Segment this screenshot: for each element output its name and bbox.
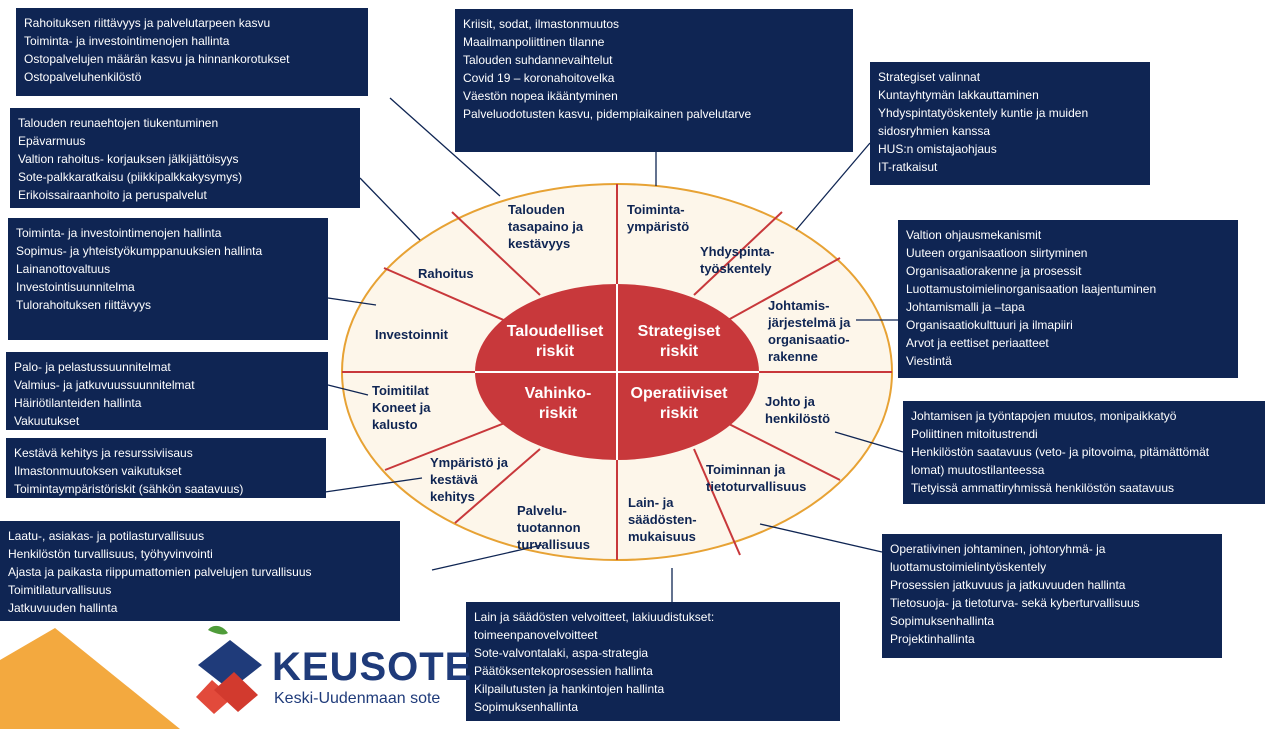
box-line: Sote-palkkaratkaisu (piikkipalkkakysymys… <box>18 170 243 184</box>
box-line: Sopimuksenhallinta <box>474 700 579 714</box>
logo-name: KEUSOTE <box>272 645 473 689</box>
segment-yhdyspinta: Yhdyspinta- työskentely <box>700 244 775 276</box>
box-line: Sote-valvontalaki, aspa-strategia <box>474 646 649 660</box>
box-line: Prosessien jatkuvuus ja jatkuvuuden hall… <box>890 578 1126 592</box>
box-investointi: Toiminta- ja investointimenojen hallinta… <box>8 218 328 340</box>
box-line: IT-ratkaisut <box>878 160 938 174</box>
box-line: Covid 19 – koronahoitovelka <box>463 71 615 85</box>
box-line: Rahoituksen riittävyys ja palvelutarpeen… <box>24 16 271 30</box>
box-line: Johtamisen ja työntapojen muutos, monipa… <box>911 409 1177 423</box>
logo-tagline: Keski-Uudenmaan sote <box>274 690 441 707</box>
box-line: Viestintä <box>906 354 952 368</box>
connector-lines <box>324 97 904 602</box>
box-line: Jatkuvuuden hallinta <box>8 601 118 615</box>
box-line: Väestön nopea ikääntyminen <box>463 89 618 103</box>
box-line: Palo- ja pelastussuunnitelmat <box>14 360 171 374</box>
box-line: Johtamismalli ja –tapa <box>906 300 1025 314</box>
core-strategiset: Strategiset riskit <box>637 323 721 360</box>
core-taloudelliset: Taloudelliset riskit <box>506 323 604 360</box>
box-line: Valtion ohjausmekanismit <box>906 228 1042 242</box>
box-valtion: Valtion ohjausmekanismit Uuteen organisa… <box>898 220 1238 378</box>
box-line: Ilmastonmuutoksen vaikutukset <box>14 464 182 478</box>
box-line: Vakuutukset <box>14 414 80 428</box>
box-line: Valtion rahoitus- korjauksen jälkijättöi… <box>18 152 239 166</box>
box-line: Henkilöstön turvallisuus, työhyvinvointi <box>8 547 213 561</box>
segment-toimitilat: Toimitilat Koneet ja kalusto <box>372 383 431 432</box>
box-line: Laatu-, asiakas- ja potilasturvallisuus <box>8 529 205 543</box>
box-laatu: Laatu-, asiakas- ja potilasturvallisuus … <box>0 521 400 621</box>
box-line: Yhdyspintatyöskentely kuntie ja muiden s… <box>878 106 1089 138</box>
box-line: Kestävä kehitys ja resurssiviisaus <box>14 446 193 460</box>
box-line: Kilpailutusten ja hankintojen hallinta <box>474 682 665 696</box>
box-line: Kriisit, sodat, ilmastonmuutos <box>463 17 620 31</box>
box-line: Valmius- ja jatkuvuussuunnitelmat <box>14 378 195 392</box>
box-line: Uuteen organisaatioon siirtyminen <box>906 246 1088 260</box>
box-line: Tietyissä ammattiryhmissä henkilöstön sa… <box>911 481 1174 495</box>
box-line: Arvot ja eettiset periaatteet <box>906 336 1049 350</box>
box-line: Maailmanpoliittinen tilanne <box>463 35 605 49</box>
box-line: Kuntayhtymän lakkauttaminen <box>878 88 1039 102</box>
segment-palvelu: Palvelu- tuotannon turvallisuus <box>517 503 590 552</box>
box-palo: Palo- ja pelastussuunnitelmat Valmius- j… <box>6 352 328 430</box>
box-line: Epävarmuus <box>18 134 86 148</box>
segment-dividers <box>342 184 892 560</box>
logo-orange-shape <box>0 628 180 729</box>
box-line: Ajasta ja paikasta riippumattomien palve… <box>8 565 312 579</box>
segment-lain: Lain- ja säädösten- mukaisuus <box>628 495 697 544</box>
box-line: Tulorahoituksen riittävyys <box>16 298 151 312</box>
box-line: Toimintaympäristöriskit (sähkön saatavuu… <box>14 482 244 496</box>
core-operatiiviset: Operatiiviset riskit <box>630 385 728 422</box>
box-line: Toiminta- ja investointimenojen hallinta <box>24 34 230 48</box>
box-operatiivinen: Operatiivinen johtaminen, johtoryhmä- ja… <box>882 534 1222 658</box>
box-kestava: Kestävä kehitys ja resurssiviisaus Ilmas… <box>6 438 326 498</box>
segment-ymparisto: Ympäristö ja kestävä kehitys <box>430 455 509 504</box>
keusote-logo-mark <box>196 625 262 714</box>
segment-toimintaymparisto: Toiminta- ympäristö <box>627 202 690 234</box>
box-line: Sopimus- ja yhteistyökumppanuuksien hall… <box>16 244 263 258</box>
box-line: Projektinhallinta <box>890 632 975 646</box>
box-talouden-reunaehtojen: Talouden reunaehtojen tiukentuminen Epäv… <box>10 108 360 208</box>
core-vahinko: Vahinko- riskit <box>524 385 592 422</box>
box-line: Toiminta- ja investointimenojen hallinta <box>16 226 222 240</box>
box-line: Palveluodotusten kasvu, pidempiaikainen … <box>463 107 752 121</box>
box-line: Talouden reunaehtojen tiukentuminen <box>18 116 219 130</box>
box-line: Poliittinen mitoitustrendi <box>911 427 1038 441</box>
box-line: Organisaatiokulttuuri ja ilmapiiri <box>906 318 1073 332</box>
box-line: Luottamustoimielinorganisaation laajentu… <box>906 282 1157 296</box>
box-line: Investointisuunnitelma <box>16 280 135 294</box>
segment-toiminnan: Toiminnan ja tietoturvallisuus <box>706 462 807 494</box>
box-line: Lain ja säädösten velvoitteet, lakiuudis… <box>474 610 715 642</box>
box-strategiset-valinnat: Strategiset valinnat Kuntayhtymän lakkau… <box>870 62 1150 185</box>
box-lain-ja: Lain ja säädösten velvoitteet, lakiuudis… <box>466 602 840 721</box>
box-line: Talouden suhdannevaihtelut <box>463 53 613 67</box>
box-line: Henkilöstön saatavuus (veto- ja pitovoim… <box>911 445 1210 477</box>
segment-johto: Johto ja henkilöstö <box>765 394 831 426</box>
box-line: Tietosuoja- ja tietoturva- sekä kybertur… <box>890 596 1140 610</box>
segment-johtamis: Johtamis- järjestelmä ja organisaatio- r… <box>768 298 851 364</box>
box-rahoituksen: Rahoituksen riittävyys ja palvelutarpeen… <box>16 8 368 96</box>
segment-talous: Talouden tasapaino ja kestävyys <box>508 202 584 251</box>
box-line: Päätöksentekoprosessien hallinta <box>474 664 653 678</box>
box-line: Ostopalveluhenkilöstö <box>24 70 142 84</box>
box-line: Lainanottovaltuus <box>16 262 111 276</box>
box-line: Toimitilaturvallisuus <box>8 583 112 597</box>
segment-rahoitus: Rahoitus <box>418 266 474 281</box>
segment-investoinnit: Investoinnit <box>375 327 448 342</box>
box-johtamisen: Johtamisen ja työntapojen muutos, monipa… <box>903 401 1265 504</box>
box-line: Ostopalvelujen määrän kasvu ja hinnankor… <box>24 52 290 66</box>
box-line: Häiriötilanteiden hallinta <box>14 396 142 410</box>
box-line: Organisaatiorakenne ja prosessit <box>906 264 1082 278</box>
box-line: Erikoissairaanhoito ja peruspalvelut <box>18 188 207 202</box>
box-line: HUS:n omistajaohjaus <box>878 142 997 156</box>
box-line: Operatiivinen johtaminen, johtoryhmä- ja… <box>890 542 1106 574</box>
box-line: Strategiset valinnat <box>878 70 981 84</box>
box-kriisit: Kriisit, sodat, ilmastonmuutos Maailmanp… <box>455 9 853 152</box>
box-line: Sopimuksenhallinta <box>890 614 995 628</box>
